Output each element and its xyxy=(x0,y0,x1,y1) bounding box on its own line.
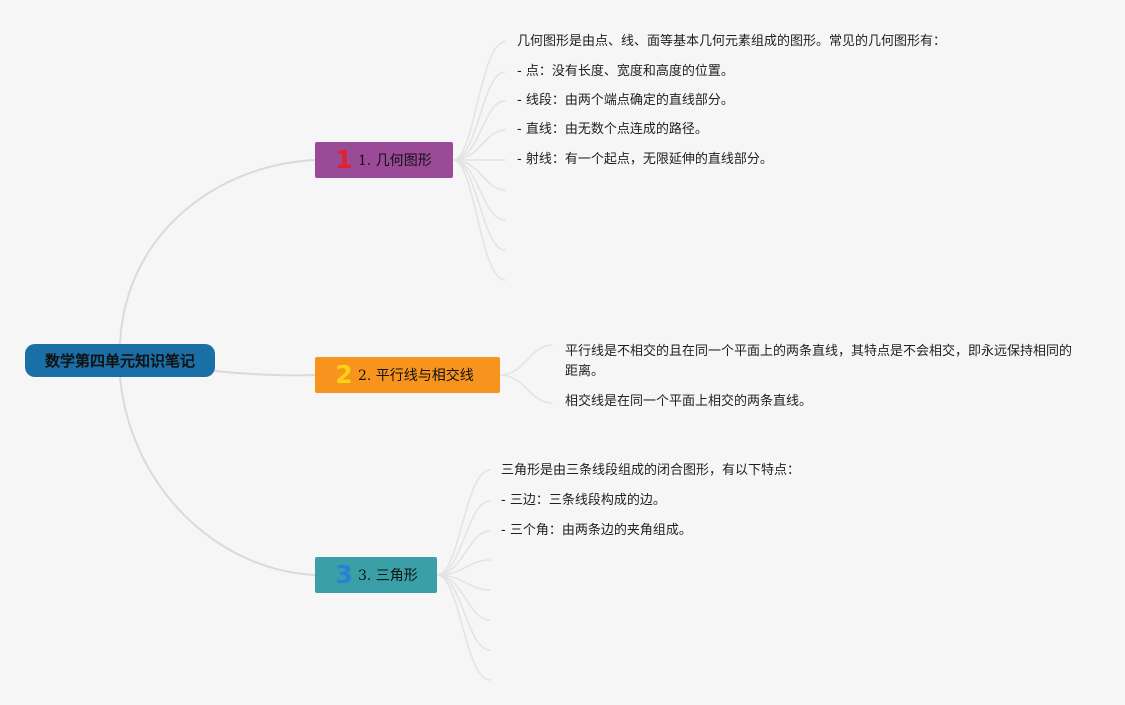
branch-3-note-2[interactable]: - 三边：三条线段构成的边。 xyxy=(501,493,666,508)
root-title: 数学第四单元知识笔记 xyxy=(44,352,195,370)
branch-1-note-3[interactable]: - 线段：由两个端点确定的直线部分。 xyxy=(517,93,734,108)
branch-2-label: 2. 平行线与相交线 xyxy=(358,368,474,384)
connector-root-branch-2 xyxy=(214,370,316,377)
branch-3-note-1[interactable]: 三角形是由三条线段组成的闭合图形，有以下特点： xyxy=(501,463,801,478)
branch-topic-3[interactable]: 3 3. 三角形 xyxy=(315,557,437,593)
branch-2-note-2[interactable]: 相交线是在同一个平面上相交的两条直线。 xyxy=(565,394,813,409)
branch-3-label: 3. 三角形 xyxy=(358,568,418,584)
root-topic[interactable]: 数学第四单元知识笔记 xyxy=(25,344,215,377)
branch-topic-2[interactable]: 2 2. 平行线与相交线 xyxy=(315,357,500,393)
branch-3-note-3[interactable]: - 三个角：由两条边的夹角组成。 xyxy=(501,523,692,538)
branch-2-fan xyxy=(499,344,553,404)
connector-root-branch-1 xyxy=(119,159,316,345)
branch-1-note-5[interactable]: - 射线：有一个起点，无限延伸的直线部分。 xyxy=(517,152,773,167)
branch-1-note-2[interactable]: - 点：没有长度、宽度和高度的位置。 xyxy=(517,64,734,79)
branch-1-fan xyxy=(452,41,506,281)
connector-root-branch-3 xyxy=(119,376,316,576)
number-one-icon: 1 xyxy=(335,145,353,174)
branch-topic-1[interactable]: 1 1. 几何图形 xyxy=(315,142,453,178)
branch-1-label: 1. 几何图形 xyxy=(358,153,432,169)
branch-2-note-1[interactable]: 平行线是不相交的且在同一个平面上的两条直线，其特点是不会相交，即永远保持相同的距… xyxy=(565,344,1073,379)
branch-1-note-1[interactable]: 几何图形是由点、线、面等基本几何元素组成的图形。常见的几何图形有： xyxy=(517,34,947,49)
branch-1-note-4[interactable]: - 直线：由无数个点连成的路径。 xyxy=(517,122,708,137)
number-three-icon: 3 xyxy=(335,560,353,589)
number-two-icon: 2 xyxy=(335,360,353,389)
branch-3-fan xyxy=(436,469,491,681)
